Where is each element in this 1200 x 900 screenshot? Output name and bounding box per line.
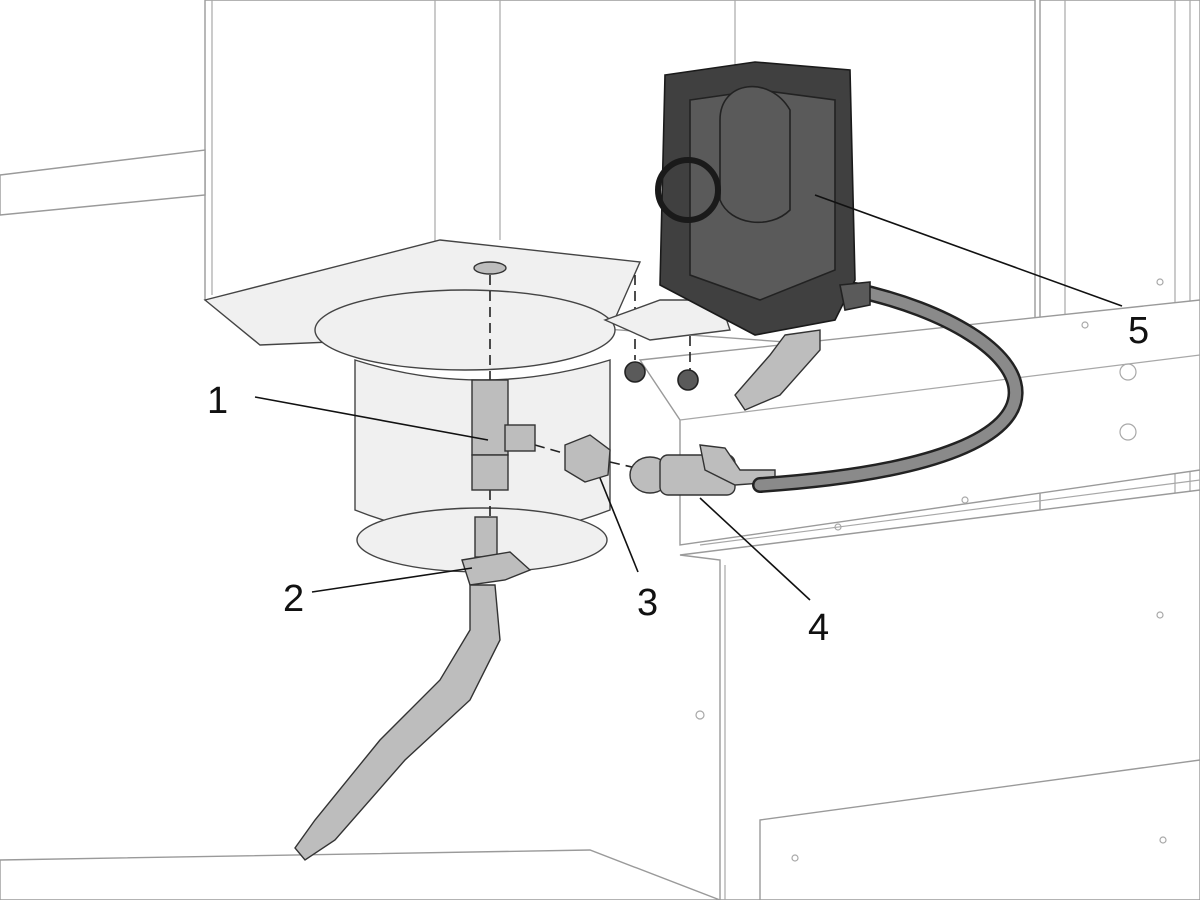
callout-4: 4 [699, 497, 829, 649]
adapter-hex [564, 434, 611, 483]
callout-label-4: 4 [808, 607, 829, 649]
head-flange [314, 289, 616, 371]
quick-disconnect-fitting [629, 444, 776, 496]
callout-label-3: 3 [637, 582, 658, 624]
callout-2: 2 [283, 567, 473, 620]
tee-fitting [471, 379, 536, 491]
tee-hex-nut [471, 454, 509, 491]
callout-label-1: 1 [207, 380, 228, 422]
tee-side-port [504, 424, 536, 452]
callout-label-2: 2 [283, 578, 304, 620]
coolant-port [473, 261, 507, 275]
callout-label-5: 5 [1128, 310, 1149, 352]
tee-threaded-body [471, 379, 509, 456]
callout-5: 5 [814, 194, 1149, 352]
housing-outlet [734, 329, 821, 411]
callout-3: 3 [599, 477, 658, 624]
brand-logo-icon [655, 157, 721, 223]
adapter-fitting [564, 434, 611, 483]
left-rail [0, 149, 206, 216]
nozzle-assembly [294, 516, 532, 861]
pump-housing [603, 61, 871, 411]
floor-edge [0, 849, 721, 900]
flexible-nozzle [294, 584, 501, 861]
spindle-head [203, 239, 642, 573]
callout-1: 1 [207, 380, 489, 441]
coolant-hose [752, 282, 1024, 493]
housing-cover [719, 85, 791, 224]
nozzle-stem [474, 516, 498, 558]
